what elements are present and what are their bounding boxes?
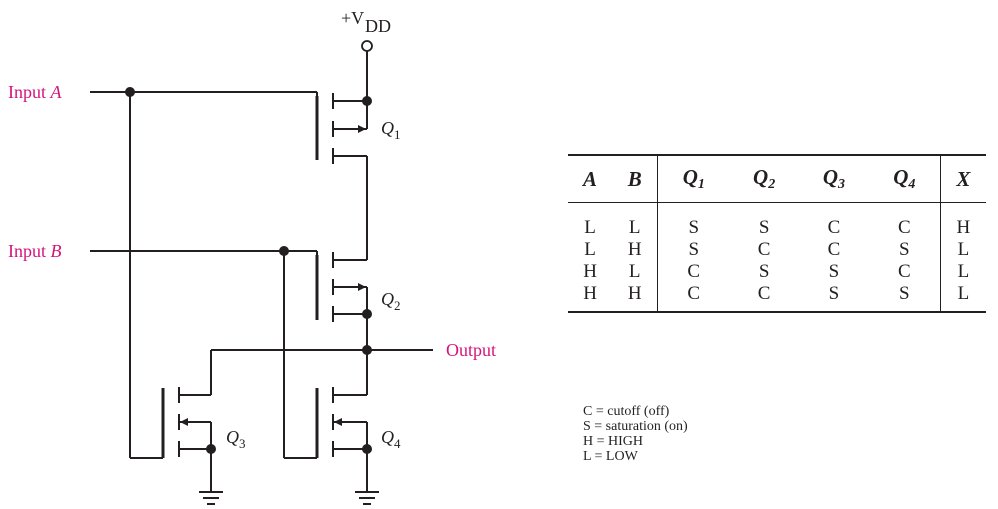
cell: S — [828, 283, 840, 304]
cell: L — [584, 217, 596, 238]
transistor-q2: Q2 — [315, 252, 401, 322]
cell: C — [657, 283, 730, 312]
output-node — [210, 314, 433, 395]
cell: C — [757, 283, 771, 304]
q1-label: Q1 — [381, 118, 401, 142]
cell: S — [828, 261, 840, 282]
cell: L — [584, 239, 596, 260]
ground-icon — [355, 491, 379, 505]
cell: C — [657, 261, 730, 283]
nor-gate-circuit-diagram: +V DD Q1 — [8, 8, 496, 505]
vdd-label: +V — [341, 8, 364, 28]
cell: L — [939, 283, 986, 312]
legend-item: S = saturation (on) — [583, 419, 688, 434]
q2-label: Q2 — [381, 289, 401, 313]
cell: H — [627, 283, 642, 304]
output-label: Output — [446, 340, 496, 360]
legend: C = cutoff (off) S = saturation (on) H =… — [583, 404, 688, 464]
q4-label: Q4 — [381, 427, 401, 451]
legend-item: L = LOW — [583, 449, 638, 464]
cell: C — [827, 239, 841, 260]
table-row: H H C C S S L — [568, 283, 986, 312]
cell: S — [899, 283, 910, 304]
junction-a — [125, 87, 135, 97]
cell: S — [758, 217, 770, 238]
cell: H — [627, 239, 642, 260]
table-row: L L S S C C H — [568, 202, 986, 239]
header-q2: Q2 — [729, 155, 800, 203]
table-header-row: A B Q1 Q2 Q3 Q4 X — [568, 155, 986, 203]
vdd-subscript: DD — [365, 16, 391, 36]
cell: H — [583, 261, 597, 282]
cell: C — [897, 261, 911, 282]
header-x: X — [939, 155, 986, 203]
transistor-q3: Q3 — [161, 387, 246, 492]
header-b: B — [612, 155, 658, 203]
input-a-label: Input A — [8, 82, 63, 102]
table-row: L H S C C S L — [568, 239, 986, 261]
ground-icon — [199, 491, 223, 505]
header-q4: Q4 — [868, 155, 941, 203]
cell: C — [897, 217, 911, 238]
output-junction — [362, 345, 372, 355]
cell: L — [939, 239, 986, 261]
cell: S — [899, 239, 910, 260]
cell: S — [657, 239, 730, 261]
q3-label: Q3 — [226, 427, 246, 451]
cell: C — [757, 239, 771, 260]
input-b-label: Input B — [8, 241, 62, 261]
legend-item: H = HIGH — [583, 434, 643, 449]
cell: S — [657, 202, 730, 239]
cell: L — [939, 261, 986, 283]
header-q1: Q1 — [657, 155, 730, 203]
junction-b — [279, 246, 289, 256]
header-q3: Q3 — [799, 155, 869, 203]
legend-item: C = cutoff (off) — [583, 404, 670, 419]
table-row: H L C S S C L — [568, 261, 986, 283]
cell: L — [628, 261, 641, 282]
cell: C — [827, 217, 841, 238]
cell: H — [583, 283, 597, 304]
input-b-wires — [90, 246, 318, 459]
truth-table: A B Q1 Q2 Q3 Q4 X L L S S C C H L H S C … — [568, 154, 986, 313]
vdd-supply: +V DD — [341, 8, 391, 52]
input-a-wires — [90, 87, 318, 459]
header-a: A — [568, 155, 613, 203]
cell: L — [628, 217, 641, 238]
transistor-q1: Q1 — [315, 51, 401, 260]
vdd-terminal — [361, 40, 373, 52]
transistor-q4: Q4 — [315, 387, 401, 492]
cell: H — [939, 202, 986, 239]
cell: S — [758, 261, 770, 282]
